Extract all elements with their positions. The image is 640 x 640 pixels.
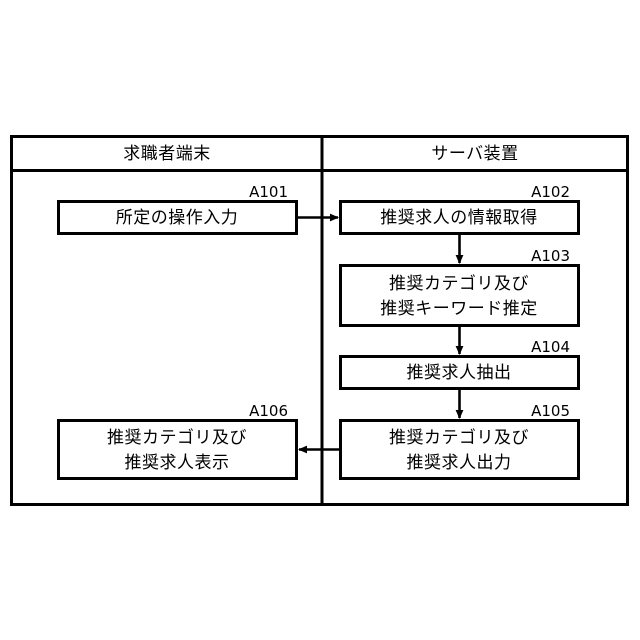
lane-title-left: 求職者端末	[123, 144, 211, 164]
step-label-a103-line2: 推奨キーワード推定	[380, 299, 538, 319]
step-label-a101-line1: 所定の操作入力	[116, 208, 239, 228]
step-id-a104: A104	[531, 338, 570, 356]
step-label-a103-line1: 推奨カテゴリ及び	[389, 273, 529, 294]
step-node-a104[interactable]: 推奨求人抽出 A104	[339, 338, 580, 390]
step-id-a101: A101	[249, 183, 288, 201]
step-id-a105: A105	[531, 402, 570, 420]
step-box-a102[interactable]	[339, 200, 580, 235]
step-label-a105-line2: 推奨求人出力	[407, 453, 512, 473]
step-label-a102-line1: 推奨求人の情報取得	[380, 208, 538, 228]
step-id-a103: A103	[531, 247, 570, 265]
step-box-a105[interactable]	[339, 419, 580, 480]
step-node-a101[interactable]: 所定の操作入力 A101	[57, 183, 298, 235]
step-node-a106[interactable]: 推奨カテゴリ及び 推奨求人表示 A106	[57, 402, 298, 480]
step-node-a102[interactable]: 推奨求人の情報取得 A102	[339, 183, 580, 235]
step-box-a104[interactable]	[339, 355, 580, 390]
step-label-a105-line1: 推奨カテゴリ及び	[389, 427, 529, 448]
lane-title-right: サーバ装置	[431, 144, 518, 164]
step-box-a101[interactable]	[57, 200, 298, 235]
step-box-a106[interactable]	[57, 419, 298, 480]
step-id-a102: A102	[531, 183, 570, 201]
step-node-a103[interactable]: 推奨カテゴリ及び 推奨キーワード推定 A103	[339, 247, 580, 327]
step-label-a106-line2: 推奨求人表示	[125, 453, 230, 473]
step-node-a105[interactable]: 推奨カテゴリ及び 推奨求人出力 A105	[339, 402, 580, 480]
step-box-a103[interactable]	[339, 264, 580, 327]
step-label-a104-line1: 推奨求人抽出	[407, 363, 512, 383]
step-label-a106-line1: 推奨カテゴリ及び	[107, 427, 247, 448]
step-id-a106: A106	[249, 402, 288, 420]
